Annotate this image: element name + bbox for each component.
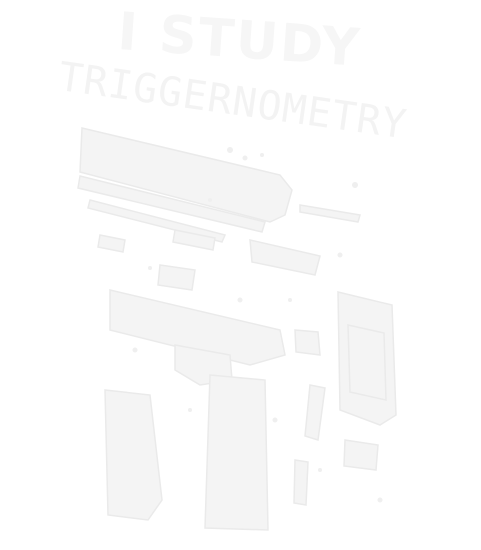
pin-part-a	[97, 234, 126, 253]
pin-part-b	[157, 264, 196, 291]
extractor-part	[299, 204, 361, 223]
magazine-part	[204, 374, 269, 531]
grip-panel-inner	[347, 324, 387, 401]
bushing-part	[172, 229, 216, 251]
recoil-spring-part	[77, 175, 266, 233]
guide-rod-part	[87, 199, 227, 243]
right-grip-part	[337, 291, 397, 426]
slide-part	[79, 127, 293, 223]
frame-part	[109, 289, 286, 366]
sear-part	[249, 239, 321, 276]
trigger-part	[294, 329, 321, 356]
spring-part-small	[293, 459, 309, 506]
hammer-part	[343, 439, 379, 471]
lever-part	[304, 384, 326, 441]
left-grip-part	[104, 389, 163, 521]
